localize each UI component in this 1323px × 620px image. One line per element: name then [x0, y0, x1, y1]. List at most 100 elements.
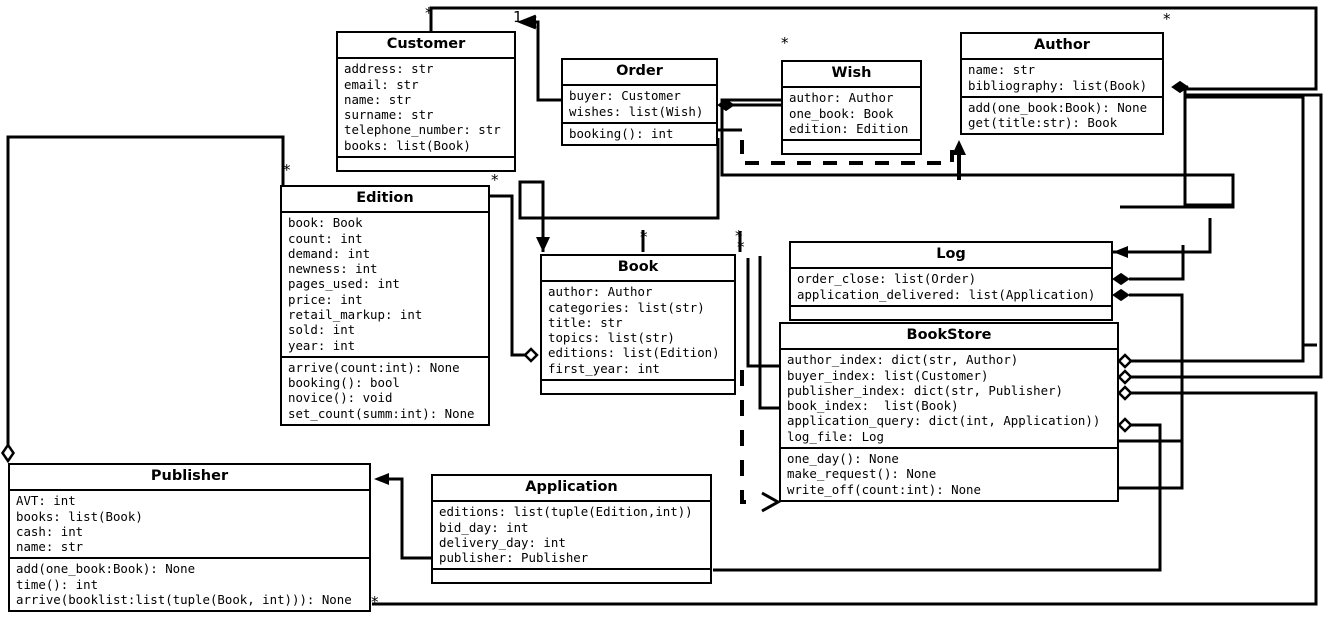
method-row: novice(): void	[288, 390, 393, 406]
attribute-row: one_book: Book	[789, 105, 894, 121]
method-row: arrive(count:int): None	[288, 359, 460, 375]
edge-order-book	[518, 138, 720, 252]
diamond-bookstore-application-query	[1117, 417, 1133, 433]
class-name-order: Order	[616, 63, 663, 79]
compartment-separator	[783, 86, 920, 89]
attribute-row: publisher: Publisher	[439, 550, 589, 566]
attribute-row: application_query: dict(int, Application…	[787, 413, 1101, 429]
attribute-row: cash: int	[16, 523, 84, 539]
attribute-row: books: list(Book)	[16, 508, 143, 524]
method-row: time(): int	[16, 576, 99, 592]
compartment-separator	[433, 568, 710, 571]
compartment-separator	[783, 139, 920, 142]
compartment-separator	[338, 57, 514, 60]
attribute-row: book_index: list(Book)	[787, 398, 959, 414]
class-box-wish[interactable]: Wish author: Author one_book: Book editi…	[781, 60, 922, 156]
class-name-book: Book	[617, 259, 659, 275]
class-name-publisher: Publisher	[150, 468, 229, 484]
edge-bookstore-application-query	[713, 423, 1162, 572]
attribute-row: newness: int	[288, 261, 378, 277]
compartment-separator	[563, 84, 716, 87]
attribute-row: editions: list(Edition)	[548, 345, 720, 361]
edge-book-bookstore-dashed	[740, 370, 760, 504]
attribute-row: bibliography: list(Book)	[968, 77, 1148, 93]
class-name-bookstore: BookStore	[906, 327, 992, 343]
compartment-separator	[563, 121, 716, 124]
method-row: booking(): bool	[288, 375, 400, 391]
class-box-log[interactable]: Log order_close: list(Order) application…	[789, 241, 1113, 321]
multiplicity-label: *	[737, 238, 745, 256]
class-box-order[interactable]: Order buyer: Customer wishes: list(Wish)…	[561, 58, 718, 147]
class-box-application[interactable]: Application editions: list(tuple(Edition…	[431, 474, 712, 585]
edge-log-order-close	[1129, 245, 1185, 281]
attribute-row: sold: int	[288, 322, 356, 338]
multiplicity-label: *	[371, 593, 379, 611]
attributes-application: editions: list(tuple(Edition,int)) bid_d…	[433, 502, 710, 568]
class-box-publisher[interactable]: Publisher AVT: int books: list(Book) cas…	[8, 463, 371, 613]
class-box-bookstore[interactable]: BookStore author_index: dict(str, Author…	[779, 322, 1119, 502]
class-box-author[interactable]: Author name: str bibliography: list(Book…	[960, 32, 1164, 136]
attribute-row: log_file: Log	[787, 428, 884, 444]
compartment-separator	[781, 447, 1117, 449]
methods-order: booking(): int	[563, 124, 716, 144]
class-box-customer[interactable]: Customer address: str email: str name: s…	[336, 31, 516, 172]
attribute-row: first_year: int	[548, 360, 660, 376]
attribute-row: editions: list(tuple(Edition,int))	[439, 504, 693, 520]
method-row: set_count(summ:int): None	[288, 405, 475, 421]
class-name-edition: Edition	[356, 190, 414, 206]
diamond-bookstore-author-index	[1117, 353, 1133, 369]
edge-order-customer-head-line	[516, 14, 537, 30]
attribute-row: surname: str	[344, 107, 434, 123]
attributes-publisher: AVT: int books: list(Book) cash: int nam…	[10, 491, 369, 557]
compartment-separator	[10, 557, 369, 560]
method-row: arrive(booklist:list(tuple(Book, int))):…	[16, 592, 352, 607]
edge-bookstore-author-index2	[1186, 95, 1305, 361]
attribute-row: book: Book	[288, 215, 363, 231]
class-box-book[interactable]: Book author: Author categories: list(str…	[540, 254, 736, 395]
methods-customer	[338, 158, 514, 170]
attribute-row: order_close: list(Order)	[797, 271, 977, 287]
class-name-wish: Wish	[831, 65, 872, 81]
methods-wish	[783, 141, 920, 153]
attribute-row: buyer_index: list(Customer)	[787, 367, 989, 383]
diamond-log-application-delivered	[1112, 288, 1130, 302]
edge-bookstore-author-index	[1131, 343, 1317, 363]
compartment-separator	[791, 267, 1111, 270]
attribute-row: name: str	[344, 91, 412, 107]
methods-book	[542, 381, 734, 393]
compartment-separator	[433, 500, 710, 503]
compartment-separator	[781, 348, 1117, 351]
class-name-customer: Customer	[386, 36, 466, 52]
attribute-row: AVT: int	[16, 493, 76, 509]
attribute-row: publisher_index: dict(str, Publisher)	[787, 382, 1064, 398]
attribute-row: books: list(Book)	[344, 137, 471, 153]
compartment-separator	[791, 304, 1111, 307]
methods-bookstore: one_day(): None make_request(): None wri…	[781, 449, 1117, 500]
attribute-row: name: str	[968, 62, 1036, 78]
method-row: add(one_book:Book): None	[968, 99, 1148, 115]
compartment-separator	[338, 156, 514, 158]
attribute-row: address: str	[344, 61, 434, 77]
methods-edition: arrive(count:int): None booking(): bool …	[282, 358, 488, 424]
compartment-separator	[282, 355, 488, 358]
diamond-edition-publisher	[0, 442, 16, 464]
edge-log-arrow-line	[1113, 218, 1212, 254]
attributes-bookstore: author_index: dict(str, Author) buyer_in…	[781, 350, 1117, 447]
attribute-row: demand: int	[288, 245, 371, 261]
attribute-row: telephone_number: str	[344, 122, 501, 138]
arrowhead-book-bookstore	[761, 491, 782, 513]
attribute-row: edition: Edition	[789, 120, 909, 136]
attribute-row: author: Author	[789, 90, 894, 106]
arrowhead-wish-author	[952, 140, 966, 155]
class-box-edition[interactable]: Edition book: Book count: int demand: in…	[280, 185, 490, 427]
edge-edition-publisher	[6, 135, 285, 453]
arrowhead-log	[1113, 246, 1128, 258]
attribute-row: bid_day: int	[439, 519, 529, 535]
multiplicity-label: *	[491, 171, 499, 189]
compartment-separator	[542, 379, 734, 381]
methods-application	[433, 570, 710, 582]
attributes-log: order_close: list(Order) application_del…	[791, 269, 1111, 305]
attribute-row: wishes: list(Wish)	[569, 103, 704, 119]
attribute-row: pages_used: int	[288, 276, 400, 292]
